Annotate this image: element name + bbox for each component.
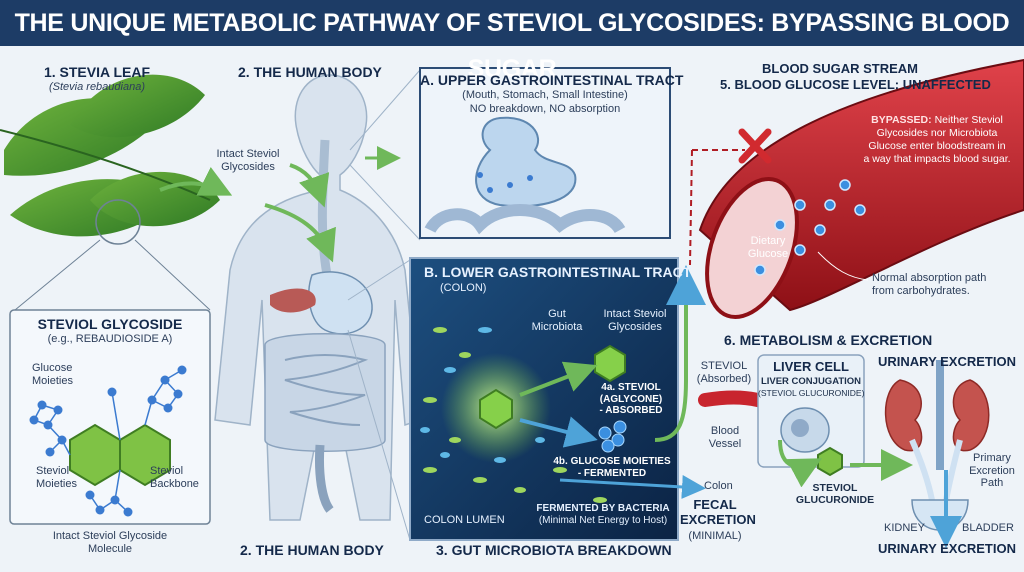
upper-gi-organs: (Mouth, Stomach, Small Intestine)	[462, 89, 628, 101]
steviol-moieties-line1: Steviol	[36, 465, 70, 477]
glucose-moieties-line2: Moieties	[32, 374, 73, 387]
steviol-backbone-label: Steviol Backbone	[150, 465, 199, 490]
blood-vessel-label: Blood Vessel	[700, 425, 750, 450]
body-intact-line2: Glycosides	[221, 160, 275, 173]
molecule-caption: Intact Steviol Glycoside Molecule	[10, 530, 210, 555]
metabolism-heading: 6. METABOLISM & EXCRETION	[724, 332, 933, 348]
primary-excretion-label: Primary Excretion Path	[964, 452, 1020, 490]
molecule-caption-line1: Intact Steviol Glycoside	[52, 530, 168, 542]
fecal-heading: FECAL EXCRETION	[680, 497, 756, 528]
glucuronide-line1: STEVIOL	[812, 482, 858, 494]
dietary-glucose-line2: Glucose	[747, 247, 789, 260]
steviol-moieties-line2: Moieties	[36, 477, 77, 490]
liver-conjugation: LIVER CONJUGATION	[760, 376, 862, 387]
gut-breakdown-caption: 3. GUT MICROBIOTA BREAKDOWN	[436, 542, 672, 558]
body-heading-top: 2. THE HUMAN BODY	[238, 64, 382, 80]
page-title: THE UNIQUE METABOLIC PATHWAY OF STEVIOL …	[14, 9, 1010, 83]
body-intact-label: Intact Steviol Glycosides	[200, 148, 296, 173]
stevia-heading: 1. STEVIA LEAF	[43, 64, 151, 80]
colon-intact-label: Intact Steviol Glycosides	[592, 308, 678, 333]
colon-panel	[409, 257, 679, 541]
human-body-silhouette	[214, 74, 421, 521]
normal-path-line2: from carbohydrates.	[872, 284, 970, 297]
glucose-fermented-label: 4b. GLUCOSE MOIETIES - FERMENTED	[548, 456, 676, 479]
primary-excretion-line2: Excretion	[969, 464, 1015, 477]
molecule-heading: STEVIOL GLYCOSIDE	[37, 316, 183, 332]
bypassed-line3: Glucose enter bloodstream in	[868, 140, 1006, 153]
glucuronide-label: STEVIOL GLUCURONIDE	[790, 482, 880, 506]
bypassed-bold: BYPASSED:	[871, 114, 932, 126]
blood-vessel-line1: Blood	[710, 425, 740, 437]
dietary-glucose-label: Dietary Glucose	[740, 235, 796, 260]
urinary-heading-bottom: URINARY EXCRETION	[878, 541, 1016, 556]
steviol-moieties-label: Steviol Moieties	[36, 465, 77, 490]
blood-vessel-line2: Vessel	[708, 437, 742, 450]
normal-path-label: Normal absorption path from carbohydrate…	[872, 272, 986, 297]
steviol-backbone-line1: Steviol	[150, 465, 184, 477]
gut-microbiota-line2: Microbiota	[531, 320, 583, 333]
upper-gi-panel	[419, 67, 671, 239]
body-intact-line1: Intact Steviol	[216, 148, 280, 160]
glucose-fermented-line1: 4b. GLUCOSE MOIETIES	[553, 456, 671, 467]
colon-intact-line1: Intact Steviol	[603, 308, 667, 320]
gut-microbiota-label: Gut Microbiota	[522, 308, 592, 333]
primary-excretion-line1: Primary	[973, 452, 1011, 464]
bypassed-line1: BYPASSED: Neither Steviol	[852, 114, 1022, 127]
body-heading-bottom: 2. THE HUMAN BODY	[240, 542, 384, 558]
gut-microbiota-line1: Gut	[548, 308, 566, 320]
lower-gi-sub: (COLON)	[440, 282, 487, 294]
dietary-glucose-line1: Dietary	[750, 235, 786, 247]
bypassed-line2: Glycosides nor Microbiota	[876, 127, 998, 140]
fermented-line1: FERMENTED BY BACTERIA	[536, 503, 670, 514]
metabolism-steviol-line1: STEVIOL	[700, 360, 748, 372]
steviol-aglycone-line1: 4a. STEVIOL	[601, 382, 661, 393]
steviol-aglycone-line2: (AGLYCONE)	[599, 393, 663, 405]
upper-gi-note: NO breakdown, NO absorption	[469, 103, 621, 115]
steviol-backbone-line2: Backbone	[150, 477, 199, 490]
blood-heading: BLOOD SUGAR STREAM	[762, 61, 918, 76]
glucose-fermented-line2: - FERMENTED	[577, 467, 647, 479]
fecal-note: (MINIMAL)	[688, 530, 742, 542]
liver-heading: LIVER CELL	[773, 359, 849, 374]
liver-conjugation-sub: (STEVIOL GLUCURONIDE)	[758, 388, 865, 398]
urinary-heading-top: URINARY EXCRETION	[878, 354, 1016, 369]
glucose-moieties-line1: Glucose	[32, 362, 73, 374]
normal-path-line1: Normal absorption path	[872, 272, 987, 284]
blood-status: 5. BLOOD GLUCOSE LEVEL: UNAFFECTED	[720, 77, 991, 92]
title-bar	[0, 0, 1024, 46]
bladder-label: BLADDER	[962, 522, 1014, 534]
metabolism-steviol-label: STEVIOL (Absorbed)	[694, 360, 754, 385]
colon-lumen-label: COLON LUMEN	[424, 514, 505, 526]
blood-vessel-illustration	[698, 58, 1024, 320]
bypassed-line4: a way that impacts blood sugar.	[863, 153, 1011, 166]
molecule-caption-line2: Molecule	[87, 542, 133, 555]
glucose-moieties-label: Glucose Moieties	[32, 362, 73, 387]
molecule-example: (e.g., REBAUDIOSIDE A)	[47, 333, 173, 345]
lower-gi-heading: B. LOWER GASTROINTESTINAL TRACT	[424, 264, 692, 280]
molecule-panel	[9, 309, 211, 525]
bypassed-line1-text: Neither Steviol	[934, 114, 1003, 126]
stevia-leaf-illustration	[0, 74, 220, 311]
steviol-aglycone-label: 4a. STEVIOL (AGLYCONE) - ABSORBED	[586, 382, 676, 417]
colon-intact-line2: Glycosides	[608, 320, 662, 333]
fecal-heading-line2: EXCRETION	[680, 511, 756, 527]
primary-excretion-line3: Path	[980, 477, 1004, 490]
metabolism-steviol-line2: (Absorbed)	[696, 372, 752, 385]
bypassed-note: BYPASSED: Neither Steviol Glycosides nor…	[852, 114, 1022, 167]
glucuronide-line2: GLUCURONIDE	[795, 494, 875, 507]
kidney-bladder-illustration	[884, 360, 990, 548]
steviol-aglycone-line3: - ABSORBED	[599, 405, 663, 416]
fermented-line2: (Minimal Net Energy to Host)	[538, 514, 668, 526]
fermented-by-bacteria-label: FERMENTED BY BACTERIA (Minimal Net Energ…	[528, 503, 678, 526]
kidney-label: KIDNEY	[884, 522, 925, 534]
stevia-species: (Stevia rebaudiana)	[48, 81, 145, 93]
upper-gi-heading: A. UPPER GASTROINTESTINAL TRACT	[420, 72, 684, 88]
fecal-heading-line1: FECAL	[693, 497, 737, 512]
fecal-colon-label: Colon	[704, 480, 733, 492]
